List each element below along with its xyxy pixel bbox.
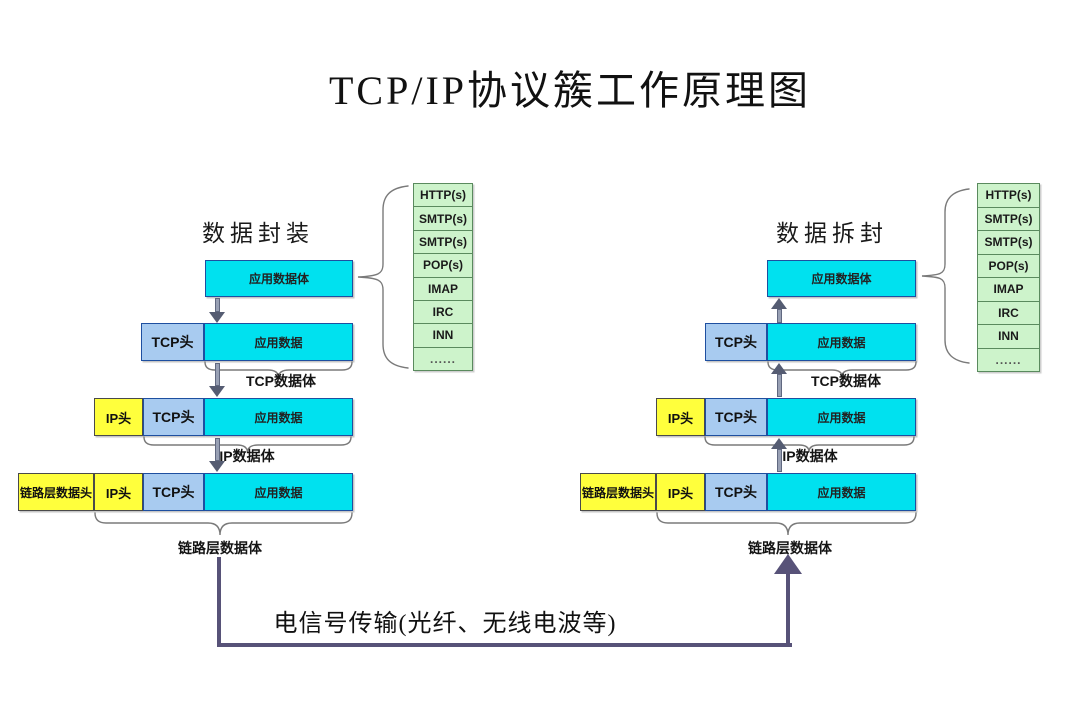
protocol-item: SMTP(s) [978, 231, 1039, 255]
link-body-brace [94, 512, 353, 536]
up-arrow-icon [771, 363, 787, 397]
ip-header-box: IP头 [656, 398, 705, 436]
tcp-body-label: TCP数据体 [246, 373, 316, 389]
protocol-item: SMTP(s) [414, 207, 472, 231]
ip-body-brace [704, 436, 915, 453]
up-arrow-icon [771, 438, 787, 472]
protocol-item: SMTP(s) [414, 231, 472, 255]
up-arrow-icon [771, 298, 787, 323]
protocol-item: INN [414, 324, 472, 348]
ip-header-box: IP头 [94, 398, 143, 436]
decapsulation-heading: 数据拆封 [776, 221, 888, 246]
tcp-header-box: TCP头 [705, 323, 767, 361]
down-arrow-icon [209, 298, 225, 323]
tcp-body-label: TCP数据体 [811, 373, 881, 389]
link-body-label: 链路层数据体 [178, 540, 262, 556]
link-body-brace [656, 512, 917, 536]
protocol-item: INN [978, 325, 1039, 349]
down-arrow-icon [209, 438, 225, 472]
protocol-item: ...... [995, 352, 1022, 367]
app-data-box: 应用数据 [767, 323, 916, 361]
app-data-box: 应用数据 [204, 473, 353, 511]
protocol-item: HTTP(s) [978, 184, 1039, 208]
link-header-box: 链路层数据头 [580, 473, 656, 511]
protocol-item: POP(s) [978, 255, 1039, 278]
protocol-item: SMTP(s) [978, 208, 1039, 231]
ip-header-box: IP头 [94, 473, 143, 511]
link-header-box: 链路层数据头 [18, 473, 94, 511]
protocol-brace-right [921, 188, 970, 364]
transmission-label: 电信号传输(光纤、无线电波等) [273, 611, 617, 637]
connector-bottom-line [217, 643, 792, 647]
connector-up-arrowhead-icon [774, 554, 802, 574]
down-arrow-icon [209, 363, 225, 397]
tcp-header-box: TCP头 [705, 398, 767, 436]
protocol-item: IRC [414, 301, 472, 325]
protocol-item: IMAP [414, 278, 472, 301]
tcp-body-brace [204, 361, 353, 378]
ip-body-brace [143, 436, 352, 453]
encapsulation-heading: 数据封装 [202, 221, 314, 246]
app-data-box: 应用数据 [204, 323, 353, 361]
connector-right-line [786, 574, 790, 647]
protocol-item: ...... [429, 351, 456, 366]
protocol-item: HTTP(s) [414, 184, 472, 208]
tcp-header-box: TCP头 [705, 473, 767, 511]
app-data-box: 应用数据 [767, 398, 916, 436]
link-body-label: 链路层数据体 [748, 540, 832, 556]
app-data-box: 应用数据 [204, 398, 353, 436]
page-title: TCP/IP协议簇工作原理图 [328, 68, 812, 113]
connector-left-line [217, 557, 221, 647]
ip-body-label: IP数据体 [219, 448, 275, 464]
ip-body-label: IP数据体 [782, 448, 838, 464]
protocol-item: POP(s) [414, 254, 472, 278]
app-data-body-box-right: 应用数据体 [767, 260, 916, 297]
tcp-header-box: TCP头 [141, 323, 204, 361]
app-data-body-box-left: 应用数据体 [205, 260, 353, 297]
protocol-item: IMAP [978, 278, 1039, 302]
protocol-item: IRC [978, 302, 1039, 325]
protocol-brace-left [357, 185, 409, 369]
ip-header-box: IP头 [656, 473, 705, 511]
app-data-box: 应用数据 [767, 473, 916, 511]
tcp-header-box: TCP头 [143, 473, 204, 511]
tcp-header-box: TCP头 [143, 398, 204, 436]
